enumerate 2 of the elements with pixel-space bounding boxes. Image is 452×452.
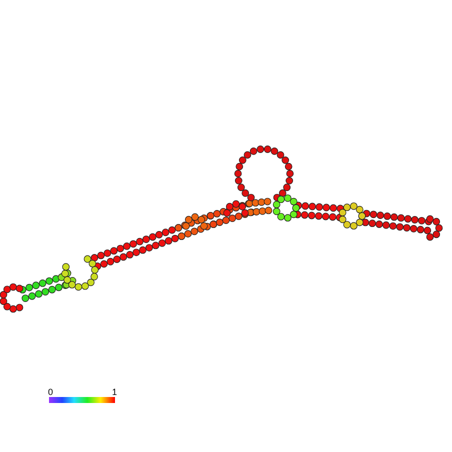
scale-min-label: 0 [48, 388, 54, 397]
scale-max-label: 1 [112, 388, 118, 397]
